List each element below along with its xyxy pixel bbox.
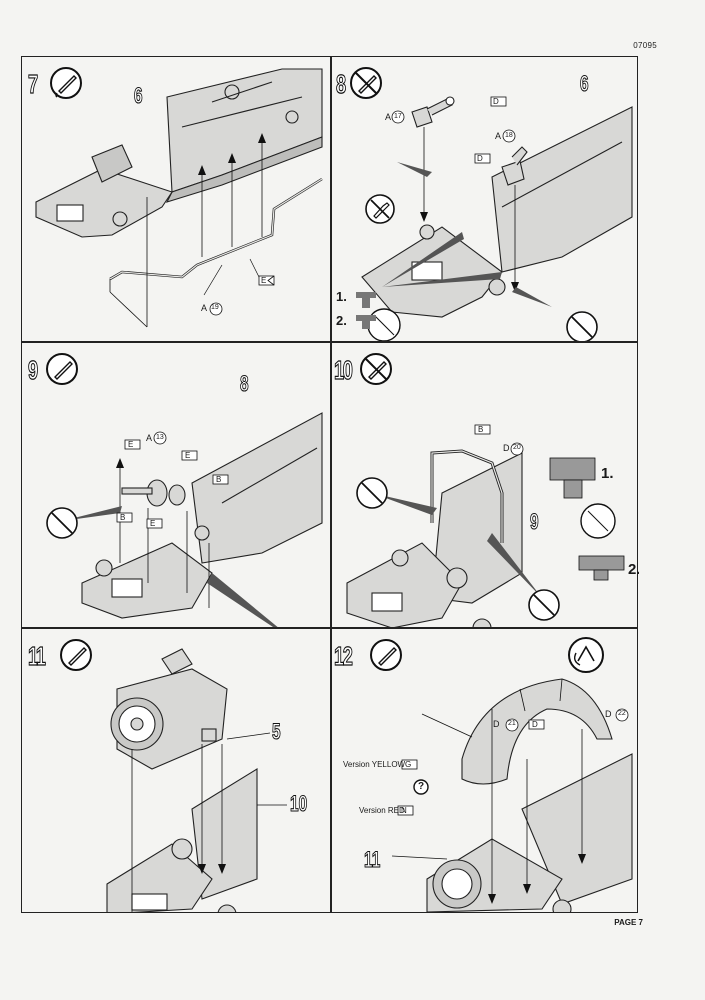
chassis-drawing bbox=[346, 452, 523, 627]
pointer-wedges bbox=[372, 493, 542, 598]
part-number: 19 bbox=[211, 304, 219, 311]
divider-row-2 bbox=[22, 627, 637, 629]
part-letter: D bbox=[493, 719, 500, 729]
part-ref-6: 6 bbox=[580, 70, 589, 96]
color-code: G bbox=[405, 760, 412, 769]
part-ref-10: 10 bbox=[290, 790, 308, 816]
step-11-drawing bbox=[60, 639, 287, 912]
glue-tube-icon bbox=[60, 639, 92, 671]
step-number: 7 bbox=[28, 68, 39, 99]
arrow-heads bbox=[198, 133, 266, 175]
part-letter: D bbox=[503, 443, 510, 453]
step-9-panel: 9 8 A 13 E E B B E bbox=[22, 343, 330, 627]
no-glue-icon bbox=[356, 477, 388, 509]
color-code: D bbox=[477, 154, 483, 163]
step-number: 10 bbox=[334, 354, 354, 385]
color-code: N bbox=[401, 806, 407, 815]
page-footer: PAGE 7 bbox=[614, 918, 643, 927]
attachment-lines bbox=[109, 137, 263, 328]
step-8-drawing bbox=[350, 67, 633, 341]
glue-tube-icon bbox=[370, 639, 402, 671]
step-number: 12 bbox=[334, 640, 354, 671]
step-number: 11 bbox=[28, 640, 47, 671]
color-code: D bbox=[493, 97, 499, 106]
pulley-part-13 bbox=[121, 479, 210, 541]
divider-row-1 bbox=[22, 341, 637, 343]
glue-detail-icon bbox=[367, 308, 401, 341]
version-red-label: Version RED bbox=[359, 806, 405, 815]
part-ref-8: 8 bbox=[240, 370, 249, 396]
step-8-panel: 8 6 A 17 D A 18 D 1. 2. bbox=[332, 57, 639, 341]
part-letter: A bbox=[385, 112, 392, 122]
part-ref-9: 9 bbox=[530, 508, 539, 534]
color-code: D bbox=[532, 720, 538, 729]
chassis-drawing bbox=[361, 106, 633, 318]
step-7-drawing bbox=[35, 67, 323, 328]
pointer-wedges bbox=[382, 162, 552, 307]
step-10-panel: 10 9 D 20 B 1. 2. bbox=[332, 343, 639, 627]
step-11-panel: 11 5 10 bbox=[22, 629, 330, 912]
chassis-drawing bbox=[81, 412, 323, 619]
part-number: 20 bbox=[513, 444, 521, 451]
insertion-detail bbox=[356, 292, 376, 329]
color-code: B bbox=[478, 425, 484, 434]
color-code: B bbox=[120, 513, 126, 522]
rod-part-20 bbox=[430, 449, 504, 543]
color-code: B bbox=[216, 475, 222, 484]
rod-part-19 bbox=[109, 177, 323, 281]
question-mark: ? bbox=[418, 781, 425, 792]
no-glue-icon bbox=[350, 67, 382, 99]
no-glue-icon bbox=[365, 194, 395, 224]
sub-step-1: 1. bbox=[601, 465, 614, 482]
no-glue-icon bbox=[566, 311, 598, 341]
part-letter: A bbox=[146, 433, 153, 443]
fender-part-21 bbox=[461, 678, 613, 785]
part-letter: A bbox=[201, 303, 208, 313]
color-code: E bbox=[150, 519, 156, 528]
insertion-detail-2 bbox=[578, 555, 625, 581]
chassis-drawing bbox=[426, 753, 633, 912]
insertion-detail-1 bbox=[549, 457, 596, 499]
instruction-grid: 7 6 A 19 E bbox=[21, 56, 639, 913]
no-glue-icon bbox=[528, 589, 560, 621]
part-ref-11: 11 bbox=[364, 846, 381, 872]
step-10-drawing bbox=[346, 353, 625, 627]
glue-tube-icon bbox=[50, 67, 82, 99]
sub-step-1: 1. bbox=[336, 289, 347, 304]
step-12-panel: 12 11 D 21 D D 22 Version YELLOW G Versi… bbox=[332, 629, 639, 912]
step-number: 9 bbox=[28, 354, 39, 385]
step-number: 8 bbox=[336, 68, 347, 99]
part-letter: D bbox=[605, 709, 612, 719]
part-number: 18 bbox=[505, 132, 513, 139]
part-18 bbox=[501, 146, 528, 186]
part-number: 21 bbox=[508, 720, 516, 727]
glue-detail-icon bbox=[580, 503, 616, 539]
divider-vertical bbox=[330, 57, 332, 912]
part-17 bbox=[411, 96, 455, 128]
glue-tube-icon bbox=[46, 353, 78, 385]
part-number: 17 bbox=[394, 113, 402, 120]
part-ref-6: 6 bbox=[134, 82, 143, 108]
color-code: E bbox=[185, 451, 191, 460]
chassis-drawing bbox=[35, 68, 323, 238]
part-ref-5: 5 bbox=[272, 718, 281, 744]
step-12-drawing bbox=[370, 637, 633, 912]
sub-step-2: 2. bbox=[336, 313, 347, 328]
pointer-wedges bbox=[62, 506, 278, 627]
engine-part-5 bbox=[110, 648, 228, 770]
chassis-drawing bbox=[106, 768, 258, 912]
color-code: E bbox=[128, 440, 134, 449]
part-number: 22 bbox=[618, 710, 626, 717]
step-9-drawing bbox=[46, 353, 323, 627]
part-number: 13 bbox=[156, 434, 164, 441]
sub-step-2: 2. bbox=[628, 561, 639, 578]
no-glue-icon bbox=[360, 353, 392, 385]
step-7-panel: 7 6 A 19 E bbox=[22, 57, 330, 341]
version-yellow-label: Version YELLOW bbox=[343, 760, 406, 769]
no-glue-icon bbox=[46, 507, 78, 539]
part-letter: A bbox=[495, 131, 502, 141]
rotate-model-icon bbox=[568, 637, 604, 673]
color-code: E bbox=[261, 276, 267, 285]
document-code: 07095 bbox=[633, 41, 657, 50]
